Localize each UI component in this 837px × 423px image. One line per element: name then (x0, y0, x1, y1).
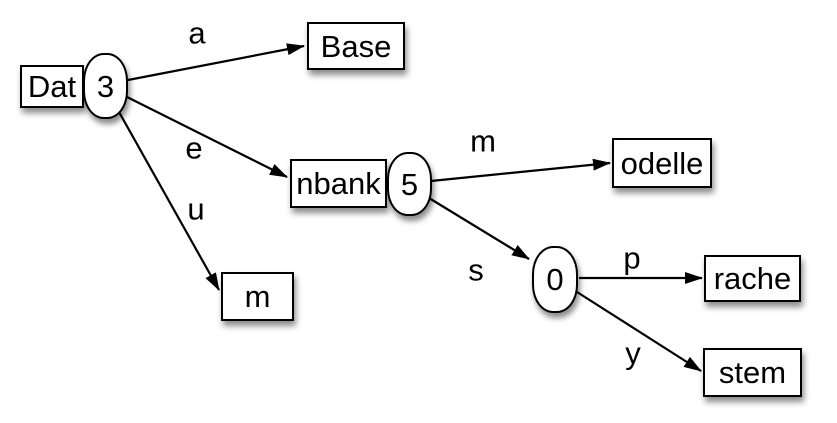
edge-y-arrow (576, 291, 702, 372)
edge-label-s: s (468, 252, 484, 288)
node-m: m (221, 272, 294, 321)
edge-e-arrow (126, 96, 288, 178)
edge-label-u: u (187, 191, 205, 227)
node-rache-label: rache (713, 261, 792, 296)
node-m-label: m (244, 279, 271, 314)
edge-label-p: p (623, 240, 641, 276)
edge-s-arrow (428, 197, 530, 260)
node-base: Base (307, 22, 405, 70)
node-branch0-count-badge: 0 (532, 246, 578, 313)
node-stem-label: stem (718, 355, 787, 390)
node-odelle: odelle (612, 138, 712, 188)
node-nbank: nbank (290, 159, 387, 208)
node-nbank-label: nbank (296, 166, 381, 201)
edge-label-m: m (470, 123, 496, 159)
node-dat-label: Dat (27, 69, 77, 104)
edge-m-arrow (430, 158, 611, 183)
node-stem: stem (703, 348, 802, 397)
node-branch0-count: 0 (546, 262, 564, 297)
edge-label-e: e (185, 130, 203, 166)
node-dat-count-badge: 3 (83, 53, 128, 119)
node-odelle-label: odelle (620, 145, 704, 181)
node-rache: rache (704, 255, 801, 302)
node-dat: Dat (20, 65, 84, 108)
edge-label-a: a (188, 15, 206, 51)
edge-label-y: y (625, 335, 641, 371)
node-base-label: Base (320, 28, 392, 64)
edge-u-arrow (118, 111, 220, 291)
edge-a-arrow (127, 43, 305, 82)
node-nbank-count-badge: 5 (387, 152, 432, 216)
node-nbank-count: 5 (400, 166, 419, 202)
node-dat-count: 3 (96, 68, 115, 104)
